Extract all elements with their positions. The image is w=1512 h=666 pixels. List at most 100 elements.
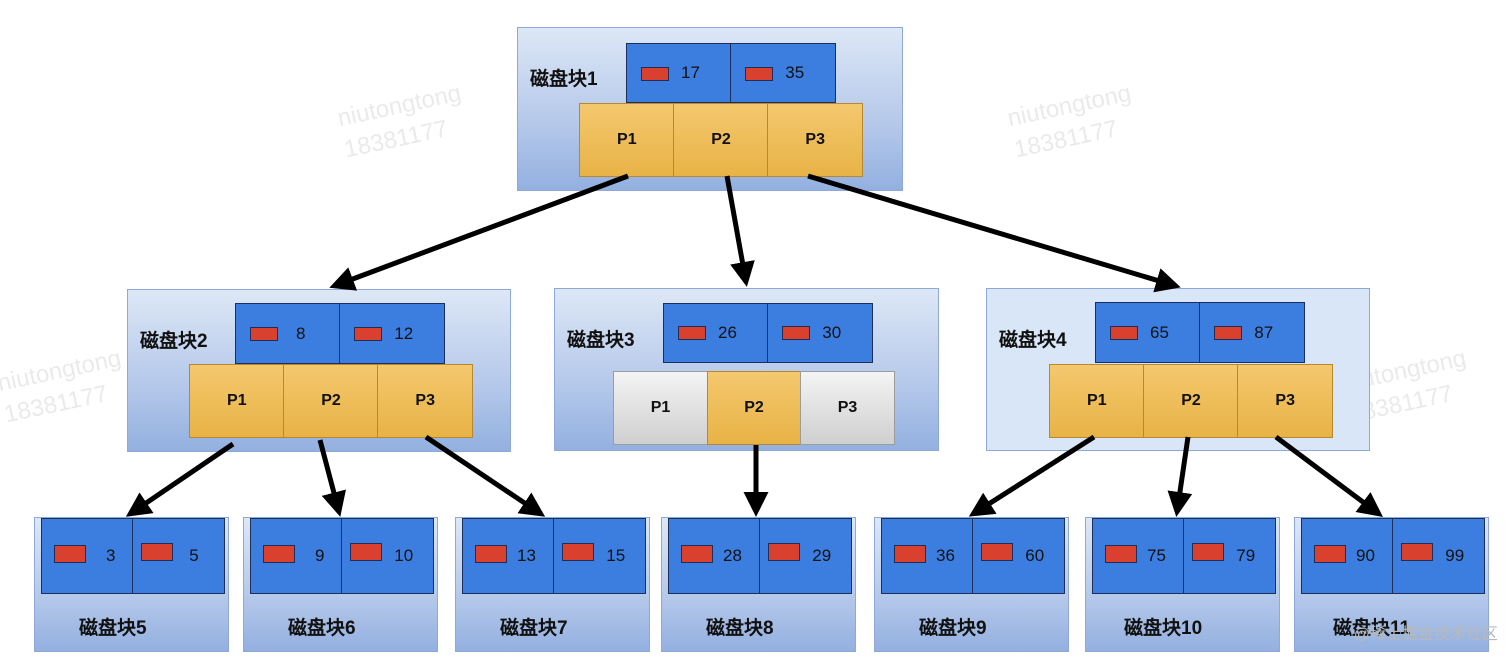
disk-block-6: 9 10 磁盘块6 (243, 517, 438, 652)
key-value: 60 (1025, 546, 1045, 565)
key-cell: 90 (1301, 518, 1394, 594)
pointer-p2: P2 (283, 364, 379, 438)
key-value: 12 (394, 323, 414, 343)
pointer-p3: P3 (800, 371, 895, 445)
data-pointer-marker (250, 327, 278, 341)
pointer-p1: P1 (1049, 364, 1145, 438)
disk-block-5: 3 5 磁盘块5 (34, 517, 229, 652)
key-value: 8 (296, 323, 306, 343)
key-value: 79 (1236, 546, 1256, 565)
key-cell: 87 (1199, 302, 1305, 363)
disk-block-11: 90 99 磁盘块11 (1294, 517, 1489, 652)
key-cell: 79 (1183, 518, 1276, 594)
data-pointer-marker (263, 545, 295, 563)
data-pointer-marker (641, 67, 669, 81)
disk-block-label: 磁盘块7 (500, 618, 568, 639)
key-value: 3 (106, 546, 116, 565)
pointer-p3: P3 (377, 364, 474, 438)
key-value: 9 (315, 546, 325, 565)
key-row: 28 29 (668, 518, 852, 594)
key-cell: 36 (881, 518, 974, 594)
disk-block-label: 磁盘块5 (79, 618, 147, 639)
data-pointer-marker (562, 543, 595, 561)
disk-block-label: 磁盘块2 (140, 331, 208, 352)
key-cell: 28 (668, 518, 761, 594)
pointer-p1: P1 (613, 371, 708, 445)
key-row: 26 30 (663, 303, 873, 363)
key-cell: 30 (767, 303, 873, 363)
data-pointer-marker (981, 543, 1014, 561)
key-value: 15 (606, 546, 626, 565)
key-cell: 99 (1392, 518, 1485, 594)
data-pointer-marker (894, 545, 926, 563)
data-pointer-marker (141, 543, 174, 561)
data-pointer-marker (54, 545, 86, 563)
data-pointer-marker (1401, 543, 1434, 561)
data-pointer-marker (678, 326, 706, 340)
key-value: 30 (822, 323, 842, 342)
key-cell: 12 (339, 303, 445, 364)
key-row: 36 60 (881, 518, 1065, 594)
key-row: 8 12 (235, 303, 445, 364)
pointer-row: P1 P2 P3 (189, 364, 474, 438)
disk-block-label: 磁盘块3 (567, 330, 635, 351)
key-cell: 15 (553, 518, 646, 594)
disk-block-4: 磁盘块4 65 87 P1 P2 P3 (986, 288, 1370, 451)
credit-watermark: @稀土掘金技术社区 (1353, 626, 1498, 643)
pointer-p3: P3 (1237, 364, 1334, 438)
key-cell: 5 (132, 518, 225, 594)
key-cell: 3 (41, 518, 134, 594)
key-value: 87 (1254, 322, 1274, 342)
key-cell: 26 (663, 303, 769, 363)
edge-arrow (317, 439, 346, 517)
pointer-p2: P2 (706, 371, 802, 445)
data-pointer-marker (1105, 545, 1137, 563)
key-row: 3 5 (41, 518, 225, 594)
key-value: 36 (936, 546, 955, 565)
key-value: 13 (517, 546, 536, 565)
disk-block-2: 磁盘块2 8 12 P1 P2 P3 (127, 289, 511, 452)
data-pointer-marker (1192, 543, 1225, 561)
data-pointer-marker (475, 545, 507, 563)
disk-block-label: 磁盘块6 (288, 618, 356, 639)
disk-block-label: 磁盘块10 (1124, 618, 1203, 639)
edge-arrow (968, 434, 1096, 517)
key-value: 10 (394, 546, 414, 565)
key-cell: 13 (462, 518, 555, 594)
key-row: 13 15 (462, 518, 646, 594)
disk-block-8: 28 29 磁盘块8 (661, 517, 856, 652)
key-value: 75 (1147, 546, 1166, 565)
key-row: 75 79 (1092, 518, 1276, 594)
key-cell: 35 (730, 43, 836, 103)
disk-block-label: 磁盘块1 (530, 69, 598, 90)
disk-block-label: 磁盘块11 (1333, 618, 1411, 639)
key-cell: 8 (235, 303, 341, 364)
key-row: 65 87 (1095, 302, 1305, 363)
edge-arrow (329, 173, 629, 291)
data-pointer-marker (350, 543, 383, 561)
key-row: 17 35 (626, 43, 836, 103)
data-pointer-marker (1110, 326, 1138, 340)
edge-arrow (1274, 434, 1384, 517)
data-pointer-marker (1314, 545, 1346, 563)
key-value: 99 (1445, 546, 1465, 565)
data-pointer-marker (681, 545, 713, 563)
key-value: 28 (723, 546, 742, 565)
data-pointer-marker (768, 543, 801, 561)
key-cell: 60 (972, 518, 1065, 594)
pointer-row: P1 P2 P3 (579, 103, 864, 177)
edge-arrow (807, 173, 1181, 293)
key-value: 29 (812, 546, 832, 565)
key-value: 26 (718, 323, 737, 342)
pointer-row: P1 P2 P3 (613, 371, 895, 445)
disk-block-label: 磁盘块9 (919, 618, 987, 639)
edge-arrow (1167, 436, 1193, 517)
key-row: 9 10 (250, 518, 434, 594)
disk-block-3: 磁盘块3 26 30 P1 P2 P3 (554, 288, 939, 451)
disk-block-label: 磁盘块8 (706, 618, 774, 639)
disk-block-10: 75 79 磁盘块10 (1085, 517, 1280, 652)
key-cell: 65 (1095, 302, 1201, 363)
key-value: 65 (1150, 322, 1169, 342)
key-value: 90 (1356, 546, 1375, 565)
